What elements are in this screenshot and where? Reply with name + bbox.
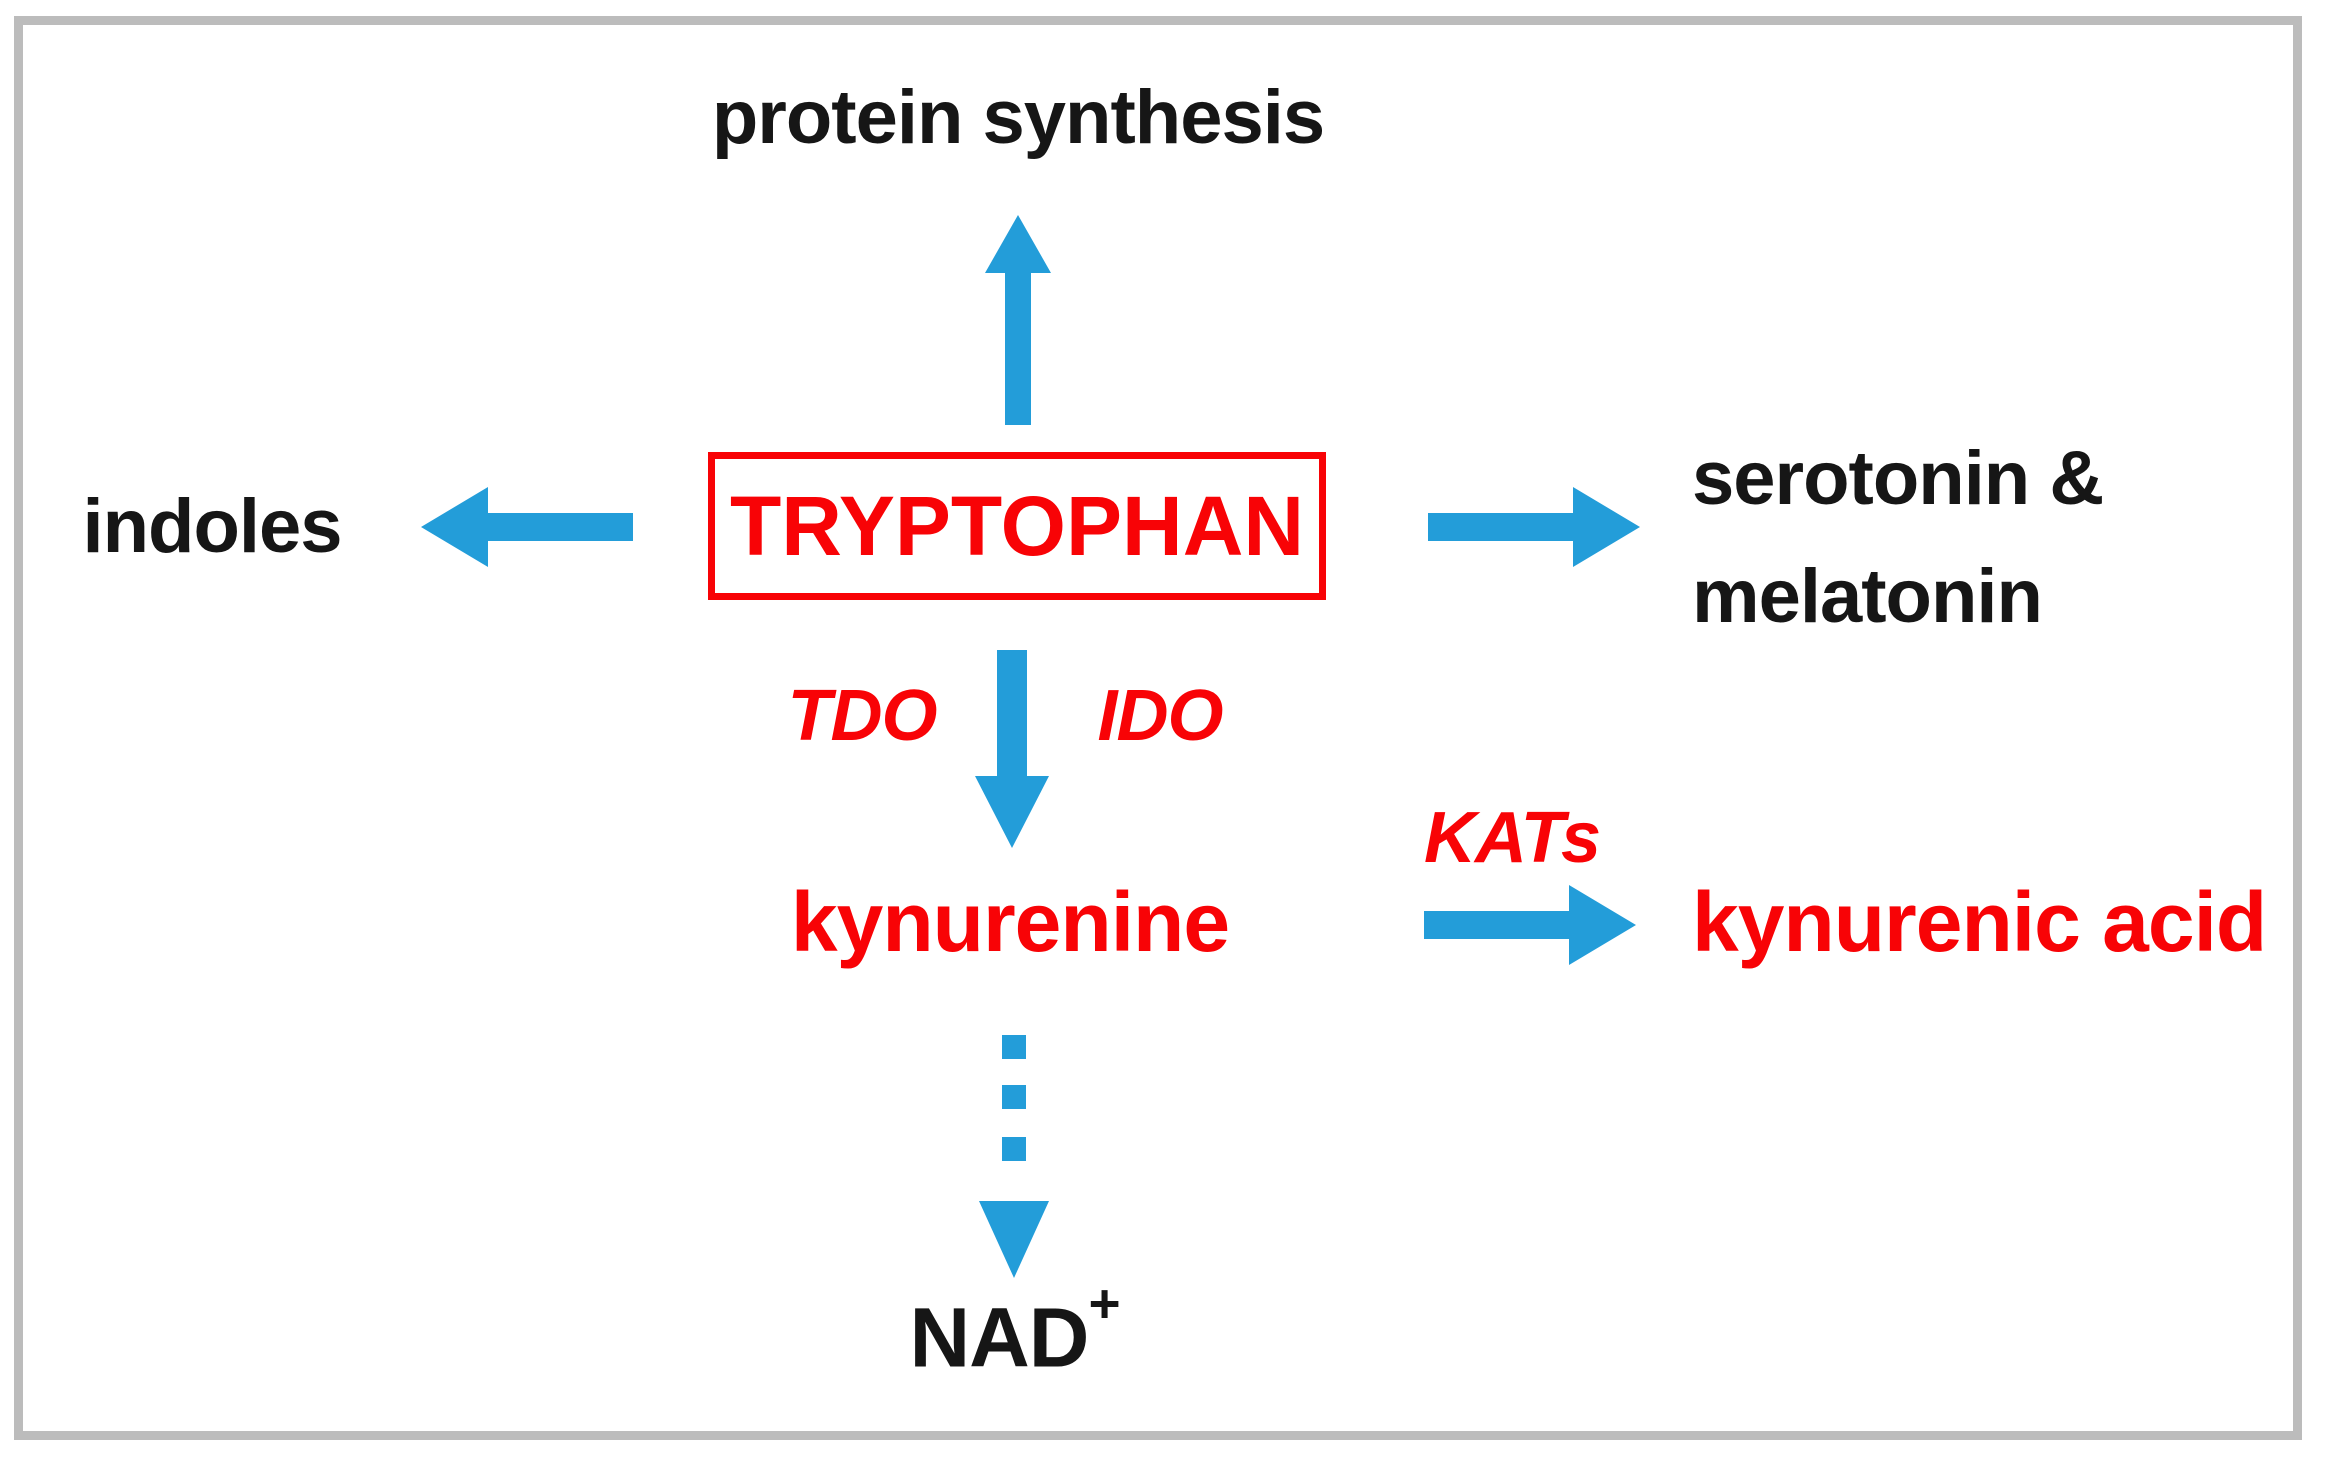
arrow-left-to-indoles xyxy=(421,487,633,567)
arrow-up-to-protein-synthesis xyxy=(985,215,1051,425)
node-tryptophan-label: TRYPTOPHAN xyxy=(729,479,1305,573)
node-tryptophan-box: TRYPTOPHAN xyxy=(708,452,1326,600)
enzyme-kats-label: KATs xyxy=(1424,798,1601,878)
node-nad-label: NAD xyxy=(909,1290,1089,1385)
node-kynurenine: kynurenine xyxy=(790,875,1230,969)
node-nad-superscript: + xyxy=(1088,1272,1121,1335)
node-serotonin-line1: serotonin & xyxy=(1692,436,2104,521)
node-protein-synthesis: protein synthesis xyxy=(711,75,1325,160)
node-nad: NAD+ xyxy=(909,1276,1120,1380)
enzyme-ido-label: IDO xyxy=(1097,676,1223,756)
node-indoles: indoles xyxy=(82,484,342,569)
arrow-down-to-kynurenine xyxy=(975,650,1049,848)
node-serotonin-melatonin: serotonin & melatonin xyxy=(1692,420,2104,656)
node-kynurenic-acid: kynurenic acid xyxy=(1692,875,2267,969)
arrow-right-to-serotonin xyxy=(1428,487,1640,567)
diagram-border xyxy=(14,16,2302,1440)
arrow-dashed-down-to-nad xyxy=(979,1035,1049,1278)
arrow-right-to-kynurenic-acid xyxy=(1424,885,1636,965)
enzyme-tdo-label: TDO xyxy=(787,676,938,756)
node-melatonin-line2: melatonin xyxy=(1692,554,2043,639)
